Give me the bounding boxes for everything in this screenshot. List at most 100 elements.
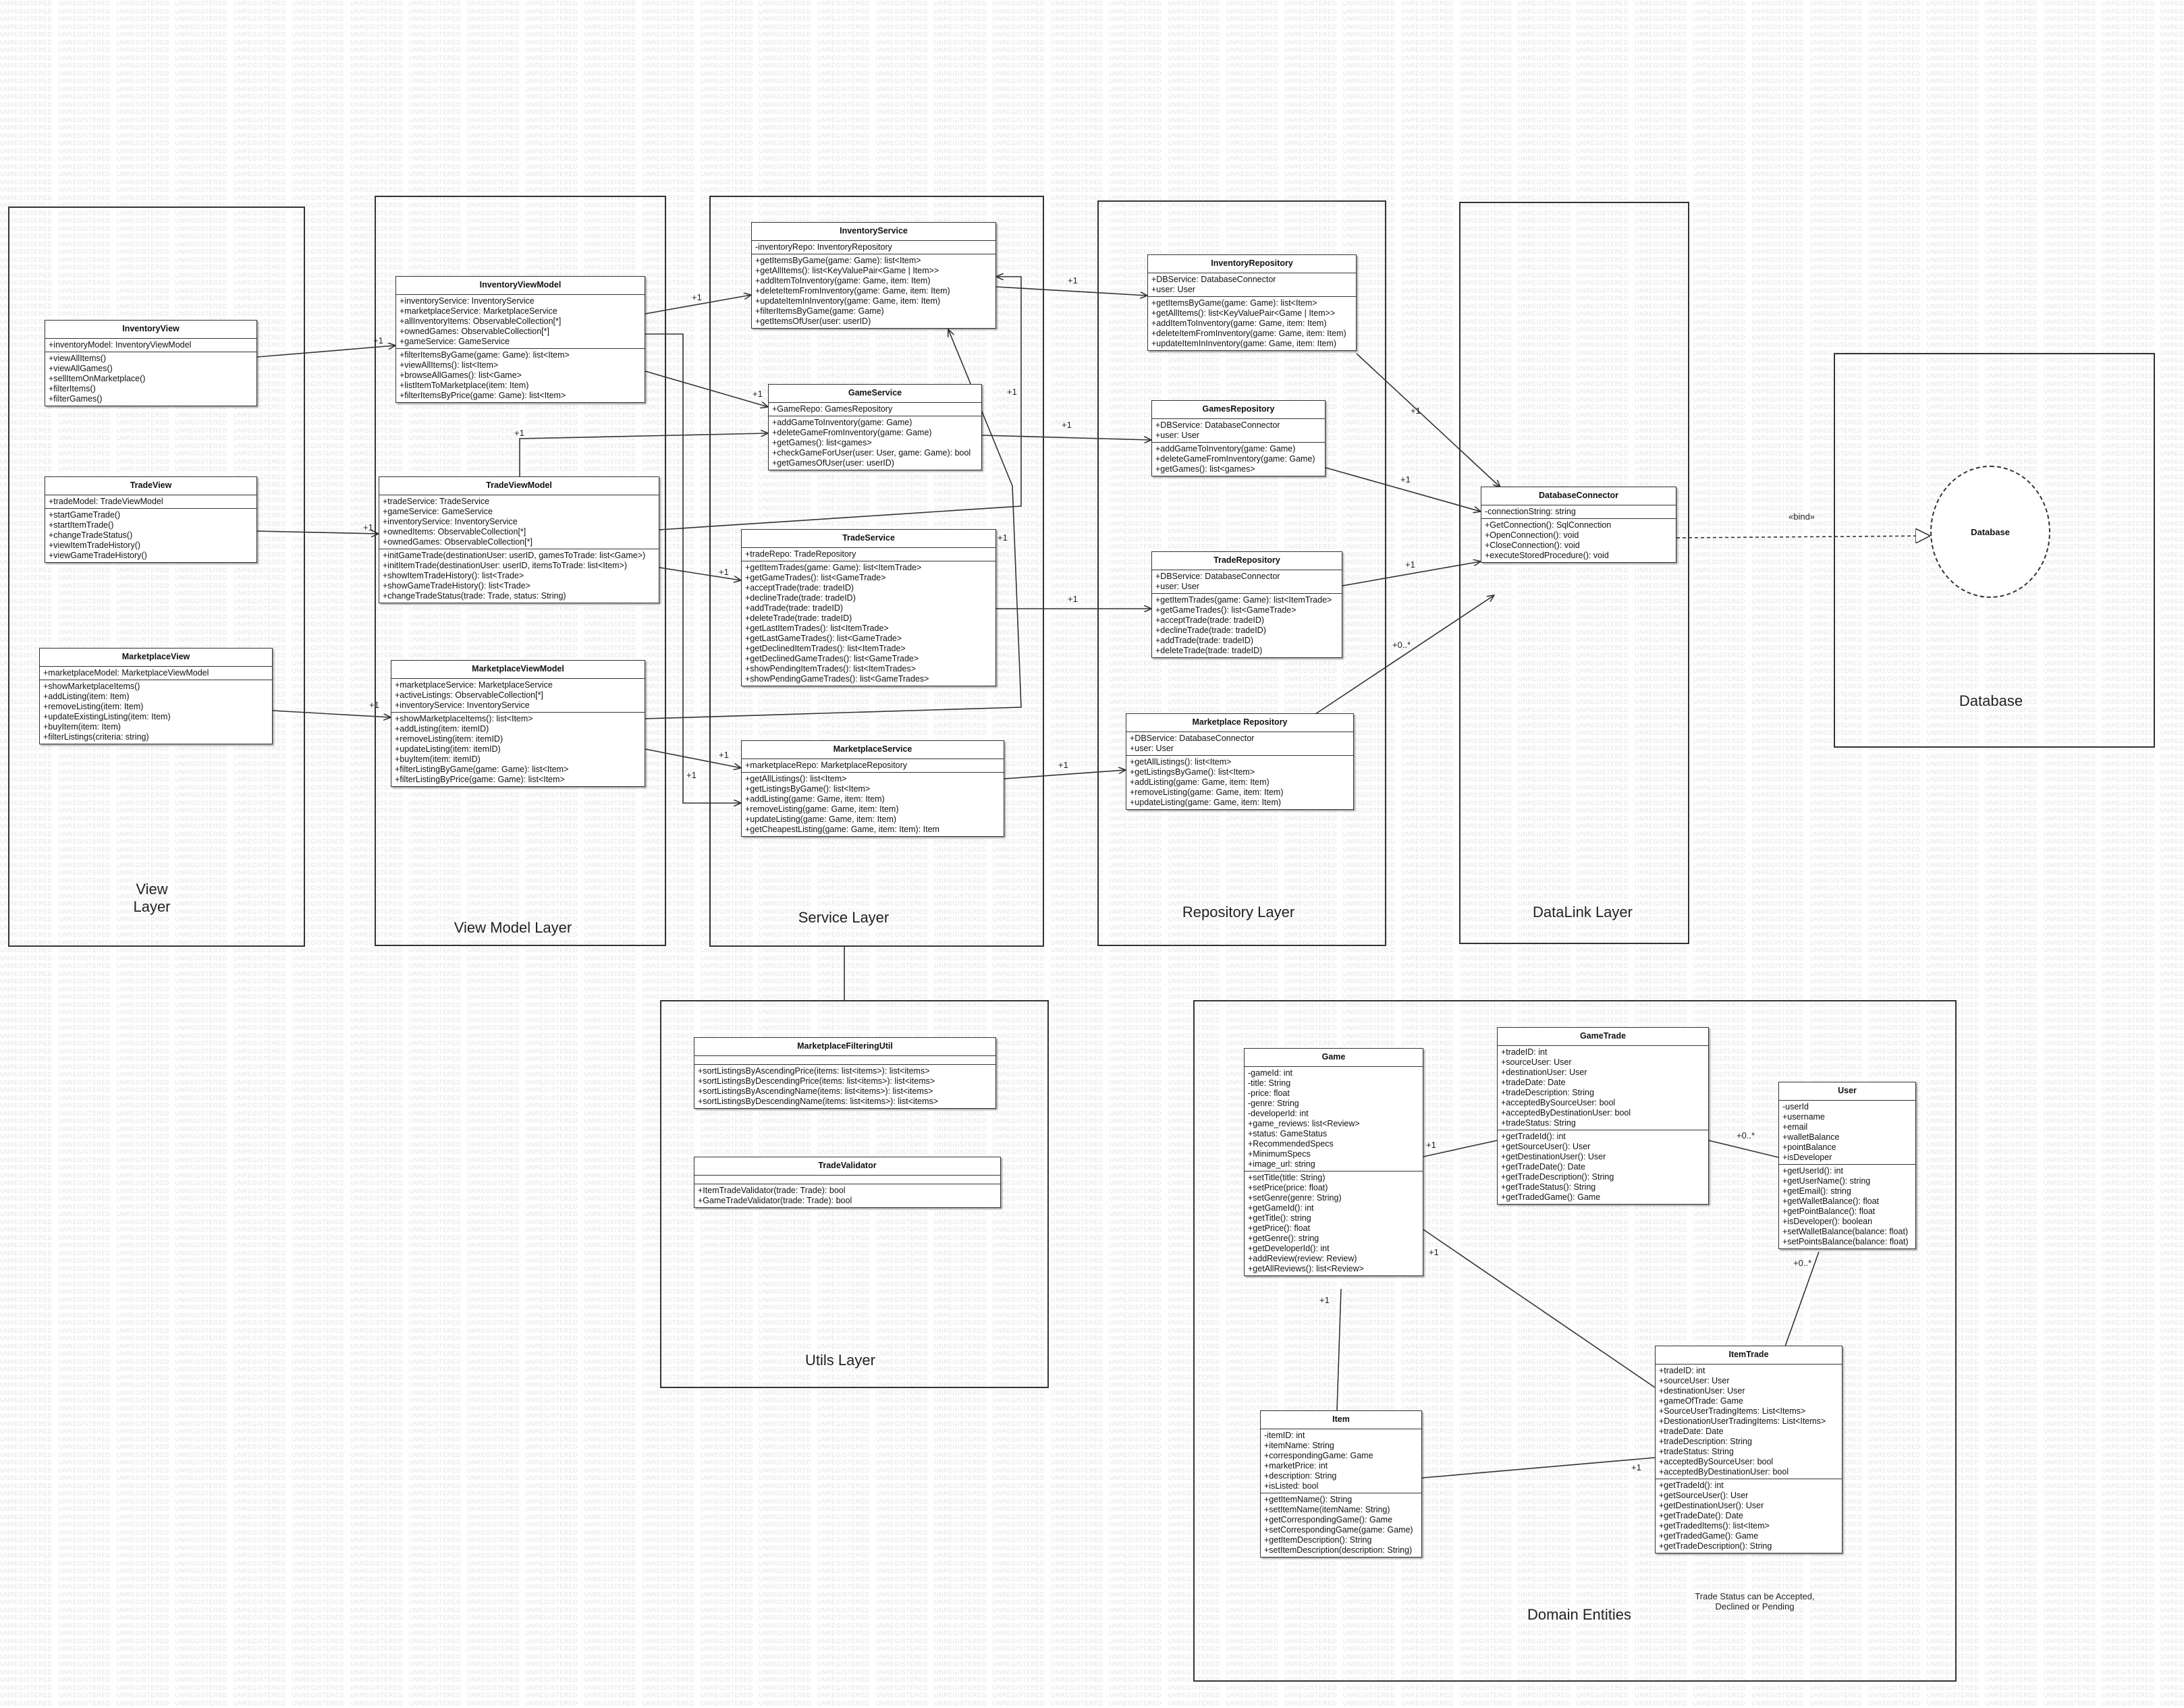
class-attribute: +tradeID: int	[1501, 1047, 1548, 1057]
class-attribute: +itemName: String	[1264, 1441, 1334, 1450]
label-utils-layer: Utils Layer	[805, 1352, 875, 1369]
class-operation: +setPrice(price: float)	[1248, 1183, 1328, 1192]
class-operation: +removeListing(item: itemID)	[395, 734, 503, 744]
conn-gameservice-gamesrepository	[981, 435, 1151, 440]
conn-tradeviewmodel-gameservice	[519, 433, 768, 476]
class-attribute: +acceptedByDestinationUser: bool	[1659, 1467, 1789, 1477]
class-operation: +showMarketplaceItems(): list<Item>	[395, 714, 533, 723]
class-attributes: +DBService: DatabaseConnector+user: User	[1126, 732, 1353, 756]
class-operations: +initGameTrade(destinationUser: userID, …	[379, 549, 659, 603]
class-operation: +getItemsByGame(game: Game): list<Item>	[1151, 298, 1317, 308]
class-attribute: +tradeService: TradeService	[383, 497, 490, 506]
mult-inventoryview-viewmodel: +1	[373, 335, 383, 346]
mult-gamesrepo-db: +1	[1400, 474, 1411, 485]
class-name: Item	[1261, 1411, 1421, 1429]
class-attributes: +DBService: DatabaseConnector+user: User	[1148, 273, 1356, 297]
class-attribute: +status: GameStatus	[1248, 1129, 1328, 1138]
class-operation: +getPointBalance(): float	[1782, 1207, 1876, 1216]
class-operation: +setPointsBalance(balance: float)	[1782, 1237, 1909, 1246]
class-operation: +sortListingsByAscendingPrice(items: lis…	[698, 1066, 930, 1076]
class-operations: +getTradeId(): int+getSourceUser(): User…	[1656, 1479, 1842, 1553]
class-operations: +startGameTrade()+startItemTrade()+chang…	[45, 509, 256, 562]
class-attribute: +inventoryModel: InventoryViewModel	[49, 340, 192, 350]
class-operation: +addListing(game: Game, item: Item)	[1130, 777, 1270, 787]
class-attributes: -connectionString: string	[1481, 505, 1676, 519]
class-operation: +showItemTradeHistory(): list<Trade>	[383, 571, 524, 580]
class-attribute: -userId	[1782, 1102, 1809, 1111]
class-attribute: +gameOfTrade: Game	[1659, 1396, 1743, 1406]
mult-tradeservice-repo: +1	[1068, 594, 1078, 604]
mult-marketplaceservice-repo: +1	[1058, 760, 1068, 770]
class-operations: +viewAllItems()+viewAllGames()+sellItemO…	[45, 352, 256, 406]
assoc-gametrade-user	[1708, 1140, 1779, 1158]
class-operation: +getAllItems(): list<KeyValuePair<Game |…	[1151, 308, 1336, 318]
class-name: User	[1779, 1082, 1915, 1101]
class-name: MarketplaceFilteringUtil	[694, 1038, 995, 1056]
mult-item-itemtrade: +1	[1631, 1462, 1641, 1472]
class-operation: +getLastItemTrades(): list<ItemTrade>	[745, 624, 889, 633]
class-operation: +getAllListings(): list<Item>	[1130, 757, 1232, 767]
class-name: GameTrade	[1498, 1028, 1708, 1046]
mult-tradevm-gameservice: +1	[514, 428, 524, 438]
mult-game-itemtrade: +1	[1429, 1247, 1439, 1257]
class-operation: +getUserId(): int	[1782, 1166, 1843, 1176]
class-user: User-userId+username+email+walletBalance…	[1778, 1082, 1916, 1249]
class-operation: +viewGameTradeHistory()	[49, 551, 147, 560]
assoc-game-item	[1336, 1288, 1342, 1411]
class-attribute: +inventoryService: InventoryService	[395, 700, 530, 710]
class-attribute: -title: String	[1248, 1078, 1291, 1088]
conn-inventoryrepository-databaseconnector	[1356, 353, 1500, 487]
class-operation: +getTradeDate(): Date	[1659, 1511, 1743, 1520]
class-attribute: +marketplaceService: MarketplaceService	[400, 306, 557, 316]
class-attributes: +inventoryModel: InventoryViewModel	[45, 339, 256, 352]
class-operation: +getTradeStatus(): String	[1501, 1182, 1596, 1192]
class-tradeservice: TradeService+tradeRepo: TradeRepository+…	[741, 529, 996, 686]
class-operation: +filterItemsByGame(game: Game)	[755, 306, 884, 316]
class-operations: +getItemTrades(game: Game): list<ItemTra…	[1152, 594, 1342, 657]
class-attribute: +activeListings: ObservableCollection[*]	[395, 690, 543, 700]
class-attribute: +user: User	[1130, 744, 1174, 753]
class-attribute: +user: User	[1151, 285, 1195, 294]
package-database	[1834, 353, 2155, 748]
class-attribute: +user: User	[1155, 582, 1199, 591]
conn-marketplaceservice-marketplacerepository	[1004, 770, 1126, 779]
class-databaseconnector: DatabaseConnector-connectionString: stri…	[1481, 487, 1676, 563]
class-operation: +GameTradeValidator(trade: Trade): bool	[698, 1196, 852, 1205]
assoc-item-itemtrade	[1421, 1457, 1656, 1479]
class-item: Item-itemID: int+itemName: String+corres…	[1260, 1410, 1422, 1558]
class-operation: +getUserName(): string	[1782, 1176, 1871, 1186]
class-attributes: +tradeID: int+sourceUser: User+destinati…	[1656, 1365, 1842, 1479]
class-attribute: +game_reviews: list<Review>	[1248, 1119, 1360, 1128]
mult-inventoryvm-inventoryservice: +1	[692, 292, 702, 302]
class-attribute: +DestionationUserTradingItems: List<Item…	[1659, 1416, 1826, 1426]
class-operation: +showPendingGameTrades(): list<GameTrade…	[745, 674, 929, 684]
class-name: MarketplaceService	[742, 741, 1004, 759]
label-repository-layer: Repository Layer	[1182, 904, 1295, 920]
class-operation: +showMarketplaceItems()	[43, 682, 140, 691]
class-operation: +sortListingsByAscendingName(items: list…	[698, 1086, 933, 1096]
class-operation: +getWalletBalance(): float	[1782, 1196, 1880, 1206]
class-attribute: +allInventoryItems: ObservableCollection…	[400, 316, 562, 326]
class-name: TradeViewModel	[379, 477, 659, 495]
class-operation: +updateItemInInventory(game: Game, item:…	[755, 296, 941, 306]
class-attribute: +DBService: DatabaseConnector	[1155, 420, 1280, 430]
class-operation: +filterItems()	[49, 384, 96, 393]
mult-marketplacevm-marketplaceservice: +1	[719, 750, 729, 760]
class-name: GameService	[769, 385, 981, 403]
class-attributes: +GameRepo: GamesRepository	[769, 403, 981, 416]
class-operation: +sortListingsByDescendingName(items: lis…	[698, 1097, 939, 1106]
class-operation: +getGameTrades(): list<GameTrade>	[745, 573, 886, 582]
mult-inventoryrepo-db: +1	[1411, 406, 1421, 416]
class-marketplaceservice: MarketplaceService+marketplaceRepo: Mark…	[741, 740, 1004, 837]
class-operation: +updateListing(game: Game, item: Item)	[745, 815, 897, 824]
class-attribute: +ownedGames: ObservableCollection[*]	[400, 327, 549, 336]
class-operation: +deleteItemFromInventory(game: Game, ite…	[1151, 329, 1346, 338]
class-operation: +changeTradeStatus(trade: Trade, status:…	[383, 591, 566, 601]
class-operation: +deleteGameFromInventory(game: Game)	[772, 428, 932, 437]
class-operation: +deleteTrade(trade: tradeID)	[745, 613, 852, 623]
class-operation: +updateExistingListing(item: Item)	[43, 712, 171, 721]
class-operation: +filterItemsByGame(game: Game): list<Ite…	[400, 350, 570, 360]
class-operation: +removeListing(game: Game, item: Item)	[745, 804, 899, 814]
class-attribute: +image_url: string	[1248, 1159, 1315, 1169]
